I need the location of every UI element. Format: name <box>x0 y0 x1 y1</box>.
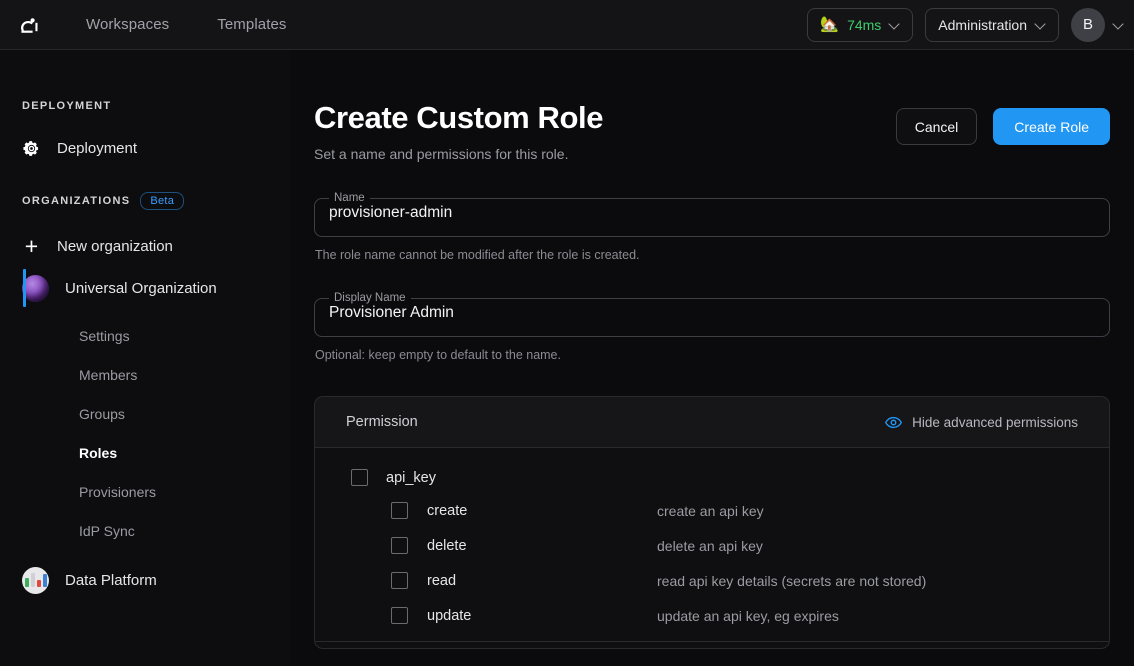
permissions-list: api_key create create an api key delete … <box>315 448 1109 648</box>
toggle-advanced-permissions-button[interactable]: Hide advanced permissions <box>885 414 1078 431</box>
permission-checkbox[interactable] <box>391 607 408 624</box>
page-header-text: Create Custom Role Set a name and permis… <box>314 100 603 162</box>
sidebar-item-deployment[interactable]: Deployment <box>0 128 290 168</box>
permissions-panel: Permission Hide advanced permissions api… <box>314 396 1110 649</box>
permission-group-row[interactable]: api_key <box>315 462 1109 493</box>
permission-checkbox[interactable] <box>391 502 408 519</box>
sidebar-item-groups[interactable]: Groups <box>0 394 290 433</box>
sidebar-item-new-organization-label: New organization <box>57 237 173 255</box>
permissions-panel-heading: Permission <box>346 414 418 430</box>
bar-chart-icon <box>22 566 49 594</box>
permission-row[interactable]: read read api key details (secrets are n… <box>315 563 1109 598</box>
sidebar-heading-deployment-label: DEPLOYMENT <box>22 100 112 112</box>
administration-menu-button[interactable]: Administration <box>925 7 1059 42</box>
sidebar-item-groups-label: Groups <box>79 405 125 422</box>
permission-row[interactable]: create create an api key <box>315 493 1109 528</box>
sidebar-item-settings[interactable]: Settings <box>0 316 290 355</box>
page-header: Create Custom Role Set a name and permis… <box>314 50 1110 162</box>
planet-avatar-icon <box>22 274 49 302</box>
house-icon: 🏡 <box>820 16 840 33</box>
name-field[interactable]: Name provisioner-admin <box>314 192 1110 237</box>
sidebar-item-data-platform-label: Data Platform <box>65 571 157 589</box>
toggle-advanced-permissions-label: Hide advanced permissions <box>912 414 1078 430</box>
name-field-helper-text: The role name cannot be modified after t… <box>315 248 640 262</box>
nav-link-workspaces[interactable]: Workspaces <box>86 16 170 33</box>
permission-description: create an api key <box>657 502 764 519</box>
user-menu-button[interactable]: B <box>1071 7 1124 42</box>
permission-group-name: api_key <box>386 469 436 486</box>
sidebar: DEPLOYMENT Deployment ORGANIZATIONS Beta… <box>0 50 290 666</box>
administration-label: Administration <box>938 16 1027 33</box>
sidebar-org-children: Settings Members Groups Roles Provisione… <box>0 316 290 550</box>
sidebar-heading-organizations-label: ORGANIZATIONS <box>22 195 131 207</box>
avatar: B <box>1071 7 1105 42</box>
sidebar-heading-organizations: ORGANIZATIONS Beta <box>0 192 290 210</box>
permissions-panel-header: Permission Hide advanced permissions <box>315 397 1109 448</box>
display-name-field-value: Provisioner Admin <box>329 304 454 321</box>
permission-checkbox[interactable] <box>391 572 408 589</box>
top-navigation-bar: Workspaces Templates 🏡 74ms Administrati… <box>0 0 1134 50</box>
beta-badge: Beta <box>140 192 185 210</box>
permission-name: update <box>427 607 472 624</box>
name-field-value: provisioner-admin <box>329 204 453 221</box>
permission-checkbox[interactable] <box>391 537 408 554</box>
permission-group-checkbox[interactable] <box>351 469 368 486</box>
permission-description: delete an api key <box>657 537 763 554</box>
permission-name: read <box>427 572 457 589</box>
chevron-down-icon <box>1113 19 1124 30</box>
sidebar-item-settings-label: Settings <box>79 327 130 344</box>
permission-name: create <box>427 502 468 519</box>
permission-description: read api key details (secrets are not st… <box>657 572 927 589</box>
display-name-field-helper-text: Optional: keep empty to default to the n… <box>315 348 561 362</box>
eye-icon <box>885 416 903 428</box>
sidebar-item-provisioners[interactable]: Provisioners <box>0 472 290 511</box>
sidebar-item-idp-sync[interactable]: IdP Sync <box>0 511 290 550</box>
primary-nav-links: Workspaces Templates <box>86 16 287 33</box>
latency-selector[interactable]: 🏡 74ms <box>807 7 914 42</box>
permission-name: delete <box>427 537 467 554</box>
active-indicator-bar <box>23 269 26 307</box>
sidebar-item-deployment-label: Deployment <box>57 139 138 157</box>
sidebar-item-universal-organization-label: Universal Organization <box>65 279 217 297</box>
permission-row[interactable]: delete delete an api key <box>315 528 1109 563</box>
cancel-button[interactable]: Cancel <box>895 108 978 145</box>
chevron-down-icon <box>1035 19 1046 30</box>
permission-description: update an api key, eg expires <box>657 607 839 624</box>
sidebar-item-idp-sync-label: IdP Sync <box>79 522 135 539</box>
create-role-button[interactable]: Create Role <box>993 108 1110 145</box>
sidebar-item-data-platform[interactable]: Data Platform <box>0 560 290 600</box>
page-header-actions: Cancel Create Role <box>895 100 1110 145</box>
plus-icon: + <box>24 232 39 259</box>
page-title: Create Custom Role <box>314 100 604 135</box>
display-name-field-label: Display Name <box>334 292 406 304</box>
permission-row[interactable]: update update an api key, eg expires <box>315 598 1109 633</box>
display-name-field-outline: Display Name <box>314 292 1110 337</box>
name-field-label: Name <box>334 192 365 204</box>
sidebar-item-new-organization[interactable]: + New organization <box>0 226 290 266</box>
sidebar-item-members[interactable]: Members <box>0 355 290 394</box>
sidebar-item-universal-organization[interactable]: Universal Organization <box>0 268 290 308</box>
coder-logo-icon[interactable] <box>14 10 44 40</box>
permission-group-divider <box>315 641 1109 642</box>
gear-icon <box>23 140 39 156</box>
name-field-outline: Name <box>314 192 1110 237</box>
latency-value: 74ms <box>847 16 882 33</box>
main-content: Create Custom Role Set a name and permis… <box>290 50 1134 666</box>
sidebar-item-provisioners-label: Provisioners <box>79 483 157 500</box>
nav-link-templates[interactable]: Templates <box>217 16 287 33</box>
display-name-field[interactable]: Display Name Provisioner Admin <box>314 292 1110 337</box>
chevron-down-icon <box>889 19 900 30</box>
sidebar-item-roles-label: Roles <box>79 444 118 461</box>
sidebar-item-roles[interactable]: Roles <box>0 433 290 472</box>
sidebar-heading-deployment: DEPLOYMENT <box>0 100 290 112</box>
page-subtitle: Set a name and permissions for this role… <box>314 146 569 162</box>
sidebar-item-members-label: Members <box>79 366 138 383</box>
top-nav-right-cluster: 🏡 74ms Administration B <box>807 7 1134 42</box>
